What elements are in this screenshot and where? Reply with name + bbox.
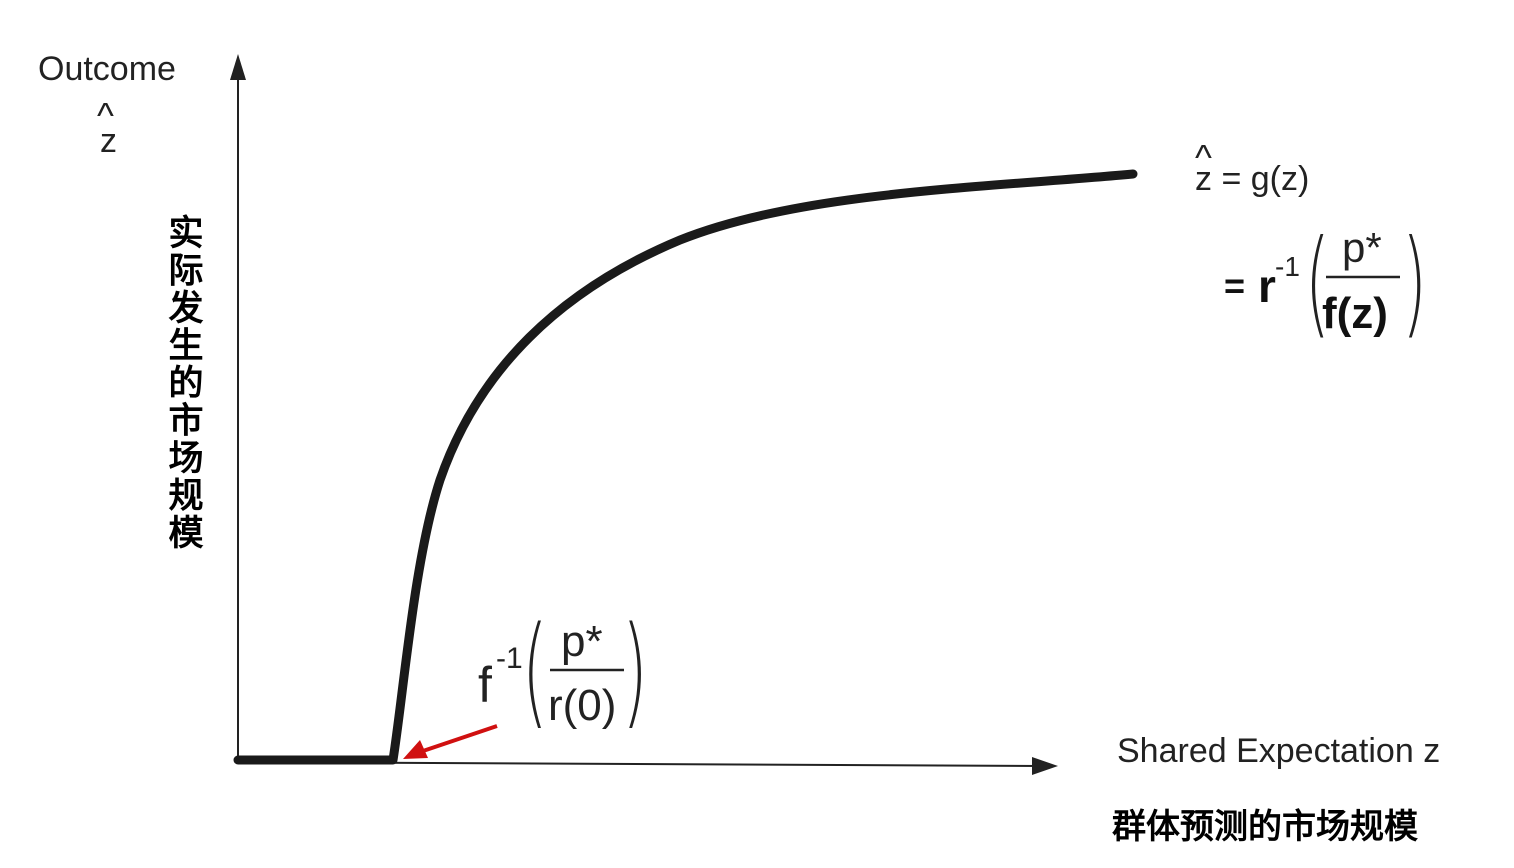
- x-axis-cjk-label: 群体预测的市场规模: [1112, 807, 1418, 847]
- y-axis-cjk-char: 的: [168, 364, 203, 404]
- curve-formula-numerator: p*: [1342, 224, 1382, 271]
- y-axis-cjk-char: 际: [168, 252, 203, 292]
- threshold-right-paren: ): [622, 600, 648, 740]
- x-axis-arrowhead: [1032, 757, 1058, 775]
- y-axis-cjk-char: 场: [168, 439, 203, 479]
- y-axis-hat: ^: [97, 95, 114, 136]
- threshold-pointer-arrowhead: [403, 740, 428, 759]
- curve-formula-lhs: z = g(z): [1195, 160, 1309, 198]
- y-axis-cjk-char: 模: [168, 514, 203, 554]
- threshold-base: f: [478, 657, 492, 713]
- curve-formula-denominator: f(z): [1322, 289, 1388, 338]
- y-axis-cjk-char: 实: [168, 214, 203, 254]
- curve-formula-equals: =: [1224, 265, 1245, 306]
- y-axis-cjk-char: 生: [168, 327, 203, 367]
- threshold-exponent: -1: [496, 642, 523, 675]
- threshold-left-paren: (: [522, 600, 548, 740]
- outcome-curve: [233, 169, 1138, 765]
- curve-formula-right-paren: ): [1402, 215, 1427, 350]
- curve-formula-left-paren: (: [1305, 215, 1330, 350]
- curve-formula-base: r: [1258, 260, 1276, 312]
- threshold-formula: f -1 ( p* r(0) ): [478, 600, 648, 740]
- threshold-denominator: r(0): [548, 681, 616, 730]
- threshold-pointer-arrow: [419, 724, 498, 754]
- y-axis-cjk-char: 发: [168, 289, 203, 329]
- y-axis-arrowhead: [230, 54, 246, 80]
- threshold-numerator: p*: [561, 617, 603, 666]
- curve-formula-hat: ^: [1195, 137, 1212, 178]
- y-axis-symbol: z: [100, 122, 117, 160]
- y-axis-cjk-char: 规: [168, 477, 203, 517]
- y-axis-cjk-char: 市: [168, 402, 203, 442]
- curve-formula: ^ z = g(z) = r -1 ( p* f(z) ): [1195, 137, 1427, 351]
- curve-formula-exponent: -1: [1275, 251, 1300, 282]
- y-axis-label: Outcome: [38, 50, 176, 88]
- x-axis-label: Shared Expectation z: [1117, 732, 1440, 770]
